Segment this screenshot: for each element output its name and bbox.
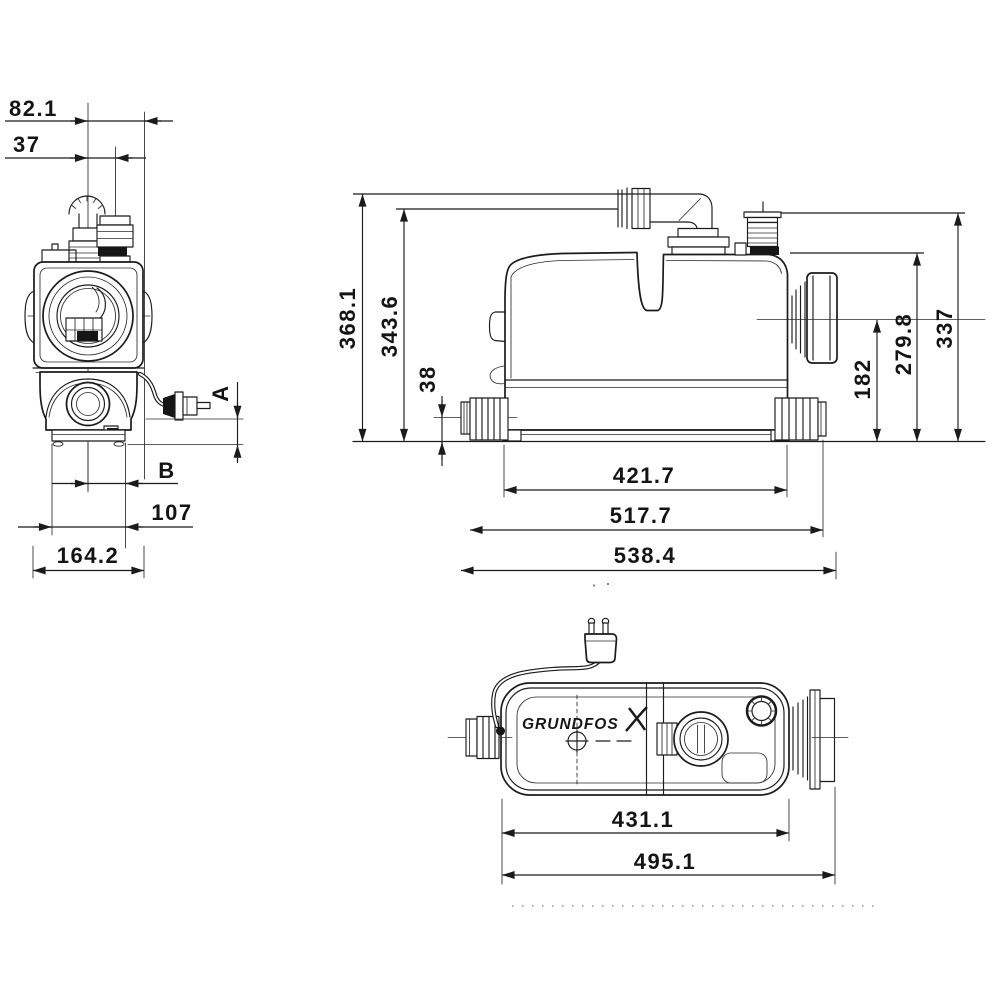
side-right-inlet <box>774 397 827 441</box>
dim-label-38: 38 <box>415 365 440 392</box>
dim-label-495-1: 495.1 <box>634 849 697 874</box>
dim-label-37: 37 <box>13 132 40 157</box>
front-dome-cap <box>68 195 106 263</box>
dim-side-421-7: 421.7 <box>503 444 788 498</box>
logo-mark-icon <box>628 707 647 731</box>
front-view <box>24 102 211 493</box>
side-tank <box>488 242 790 442</box>
dim-label-b: B <box>158 458 175 483</box>
top-view: GRUNDFOS <box>447 582 880 907</box>
cord-grommet <box>496 726 505 736</box>
front-plug-cap <box>163 394 175 418</box>
dim-label-a: A <box>208 384 233 401</box>
dim-label-182: 182 <box>850 358 875 399</box>
dim-side-337: 337 <box>781 212 965 442</box>
top-vent-port <box>745 695 778 727</box>
dim-side-182: 182 <box>850 319 881 442</box>
side-left-inlet <box>433 397 518 441</box>
top-right-outlet <box>792 689 849 790</box>
dim-label-538-4: 538.4 <box>614 543 677 568</box>
top-left-inlet <box>447 715 513 760</box>
side-latch-bracket <box>488 311 506 343</box>
dim-side-368-1: 368.1 <box>335 193 650 442</box>
dim-label-421-7: 421.7 <box>613 463 676 488</box>
dim-top-431-1: 431.1 <box>501 798 790 885</box>
dim-front-164-2: 164.2 <box>32 543 145 579</box>
front-vent-connector <box>96 215 134 263</box>
front-motor-cowl <box>39 371 138 447</box>
dim-front-82-1: 82.1 <box>5 96 173 125</box>
top-power-cord <box>491 617 618 736</box>
side-hook <box>489 365 506 385</box>
side-discharge-elbow <box>617 187 730 256</box>
dim-label-82-1: 82.1 <box>9 96 58 121</box>
scan-dot <box>606 582 610 586</box>
front-lid-step <box>41 243 77 263</box>
scan-dot <box>592 584 596 587</box>
dim-front-b: B <box>52 442 178 549</box>
dim-side-38: 38 <box>415 365 446 466</box>
dim-top-495-1: 495.1 <box>501 786 836 885</box>
top-body <box>500 682 790 796</box>
dim-label-368-1: 368.1 <box>335 287 360 350</box>
top-plug-body <box>584 633 618 664</box>
grundfos-logo: GRUNDFOS <box>522 706 648 733</box>
dim-label-279-8: 279.8 <box>891 313 916 376</box>
side-vent-connector <box>743 201 782 255</box>
top-center-screw <box>565 694 632 787</box>
dim-front-37: 37 <box>5 132 146 162</box>
dim-label-164-2: 164.2 <box>57 543 120 568</box>
dim-label-343-6: 343.6 <box>377 295 402 358</box>
top-pocket <box>721 752 768 784</box>
dim-label-107: 107 <box>151 500 192 525</box>
dim-front-a: A <box>127 382 244 463</box>
dim-label-517-7: 517.7 <box>610 503 673 528</box>
dim-side-343-6: 343.6 <box>377 208 618 442</box>
brand-logo-text: GRUNDFOS <box>522 716 619 733</box>
side-view <box>352 187 986 443</box>
front-power-cord <box>137 371 211 421</box>
dim-side-279-8: 279.8 <box>790 252 924 442</box>
dim-label-337: 337 <box>932 307 957 348</box>
dim-side-538-4: 538.4 <box>460 543 837 580</box>
side-outlet-flange <box>756 272 986 364</box>
dim-front-107: 107 <box>18 443 193 536</box>
top-inspection-port <box>656 711 729 767</box>
front-plug-pin <box>196 401 211 410</box>
dim-side-517-7: 517.7 <box>469 439 824 538</box>
dim-label-431-1: 431.1 <box>612 807 675 832</box>
front-tank <box>24 261 153 373</box>
